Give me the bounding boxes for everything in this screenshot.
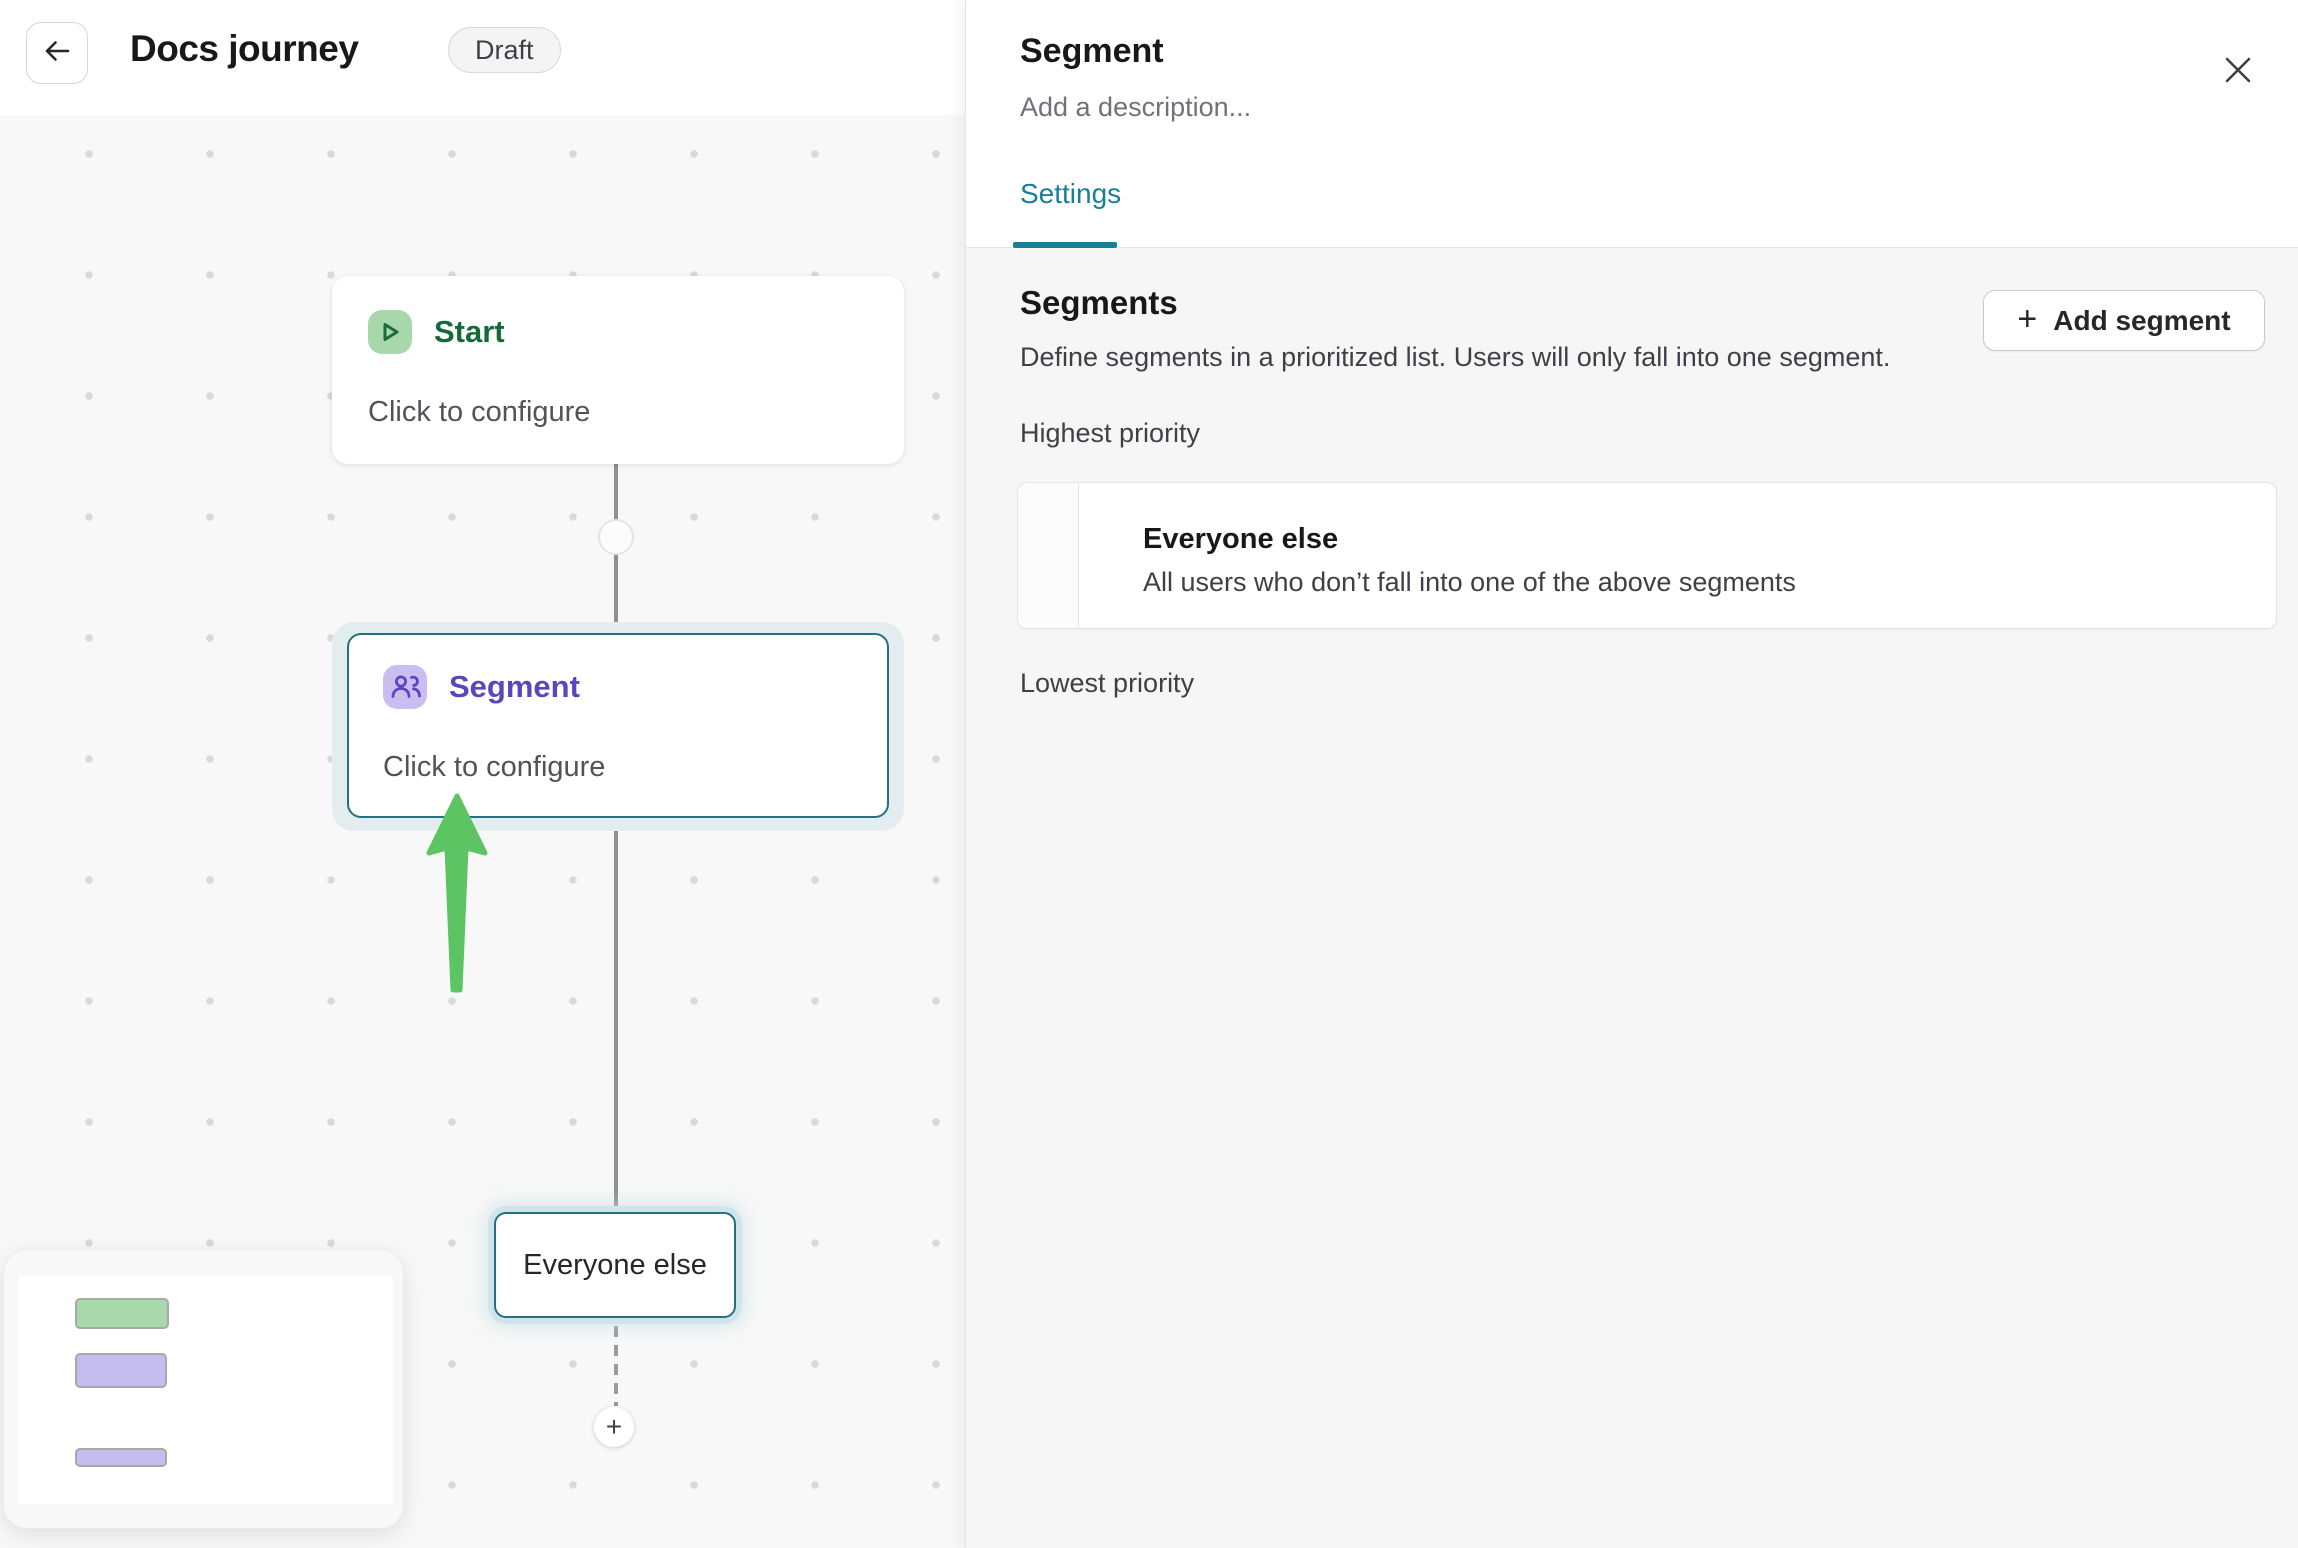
connector-handle[interactable] — [598, 519, 634, 555]
connector-dashed-line — [614, 1326, 618, 1406]
plus-icon: + — [2017, 299, 2038, 338]
plus-icon: + — [605, 1411, 623, 1442]
workflow-canvas[interactable]: Start Click to configure Segment Click t… — [0, 115, 965, 1548]
node-everyone-else-label: Everyone else — [523, 1248, 707, 1281]
node-segment[interactable]: Segment Click to configure — [347, 633, 889, 818]
close-icon — [2222, 54, 2254, 91]
panel-body: Segments Define segments in a prioritize… — [966, 248, 2298, 1548]
top-header: Docs journey Draft — [0, 0, 965, 115]
tab-settings-active-underline — [1013, 242, 1117, 248]
minimap[interactable] — [3, 1249, 404, 1529]
add-segment-button-label: Add segment — [2053, 304, 2231, 336]
minimap-start-node — [75, 1298, 169, 1329]
minimap-everyone-else-node — [75, 1448, 167, 1467]
close-panel-button[interactable] — [2214, 48, 2262, 96]
green-pointer-arrow — [426, 792, 488, 998]
segment-drag-handle[interactable] — [1018, 483, 1079, 628]
connector-line — [614, 464, 618, 1206]
segment-item-subtitle: All users who don’t fall into one of the… — [1143, 567, 1796, 597]
play-icon — [368, 310, 412, 354]
arrow-left-icon — [40, 34, 74, 73]
highest-priority-label: Highest priority — [1020, 418, 1201, 448]
node-start-label: Start — [434, 314, 505, 349]
node-everyone-else[interactable]: Everyone else — [494, 1212, 736, 1318]
segment-list-item-content: Everyone else All users who don’t fall i… — [1079, 483, 2276, 628]
segments-heading: Segments — [1020, 284, 1178, 321]
node-segment-hint: Click to configure — [383, 751, 606, 783]
node-segment-label: Segment — [449, 669, 580, 704]
node-segment-header: Segment — [383, 665, 853, 709]
description-placeholder[interactable]: Add a description... — [1020, 92, 1252, 122]
lowest-priority-label: Lowest priority — [1020, 668, 1195, 698]
status-badge: Draft — [448, 27, 561, 73]
add-segment-button[interactable]: + Add segment — [1983, 290, 2265, 351]
back-button[interactable] — [26, 22, 88, 84]
journey-title: Docs journey — [130, 28, 359, 69]
segment-settings-panel: Segment Add a description... Settings Se… — [965, 0, 2298, 1548]
add-node-button[interactable]: + — [594, 1407, 634, 1447]
minimap-segment-node — [75, 1353, 167, 1388]
segment-list-item[interactable]: Everyone else All users who don’t fall i… — [1017, 482, 2277, 629]
segment-item-title: Everyone else — [1143, 523, 1339, 555]
node-start-header: Start — [368, 310, 868, 354]
node-start[interactable]: Start Click to configure — [332, 276, 904, 464]
people-icon — [383, 665, 427, 709]
minimap-viewport — [18, 1276, 393, 1504]
tab-settings[interactable]: Settings — [1020, 178, 1122, 209]
panel-title: Segment — [1020, 32, 1164, 70]
node-start-hint: Click to configure — [368, 396, 591, 428]
panel-header: Segment Add a description... Settings — [966, 0, 2298, 248]
segments-description: Define segments in a prioritized list. U… — [1020, 342, 1891, 372]
